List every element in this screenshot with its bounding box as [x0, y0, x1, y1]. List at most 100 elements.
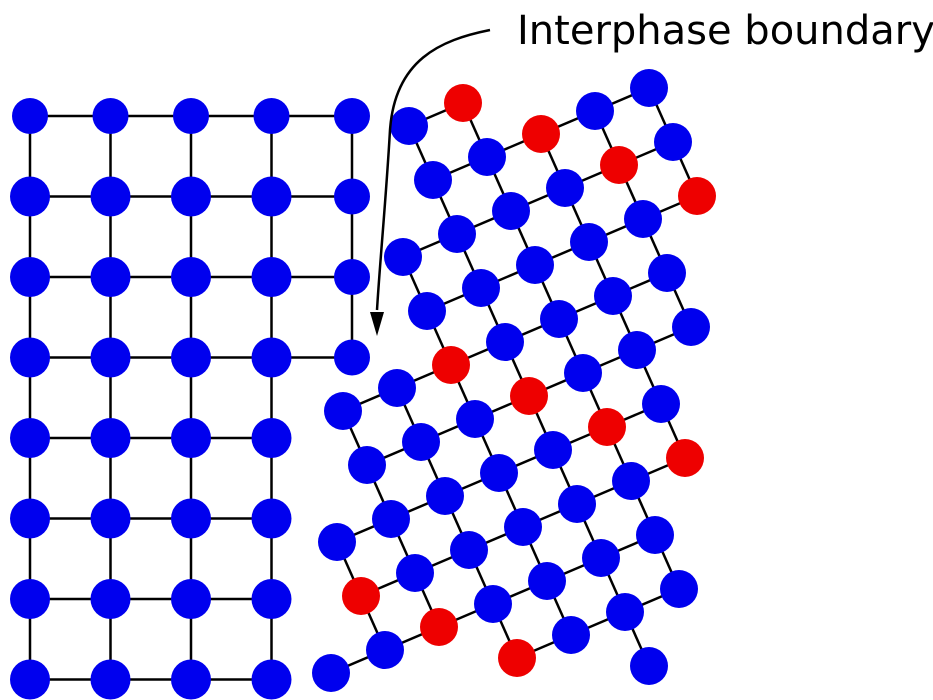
blue-atom: [612, 462, 650, 500]
blue-atom: [504, 508, 542, 546]
blue-atom: [90, 176, 131, 217]
blue-atom: [570, 223, 608, 261]
blue-atom: [90, 418, 131, 458]
red-atom: [666, 439, 704, 477]
blue-atom: [171, 337, 211, 378]
blue-atom: [648, 254, 686, 292]
blue-atom: [534, 431, 572, 469]
blue-atom: [636, 516, 674, 554]
blue-atom: [171, 176, 211, 217]
callout-arrow: [375, 28, 491, 311]
blue-atom: [324, 392, 362, 430]
blue-atom: [630, 69, 668, 107]
red-atom: [510, 377, 548, 415]
blue-atom: [312, 654, 350, 692]
blue-atom: [171, 659, 211, 700]
blue-atom: [480, 454, 518, 492]
blue-atom: [456, 400, 494, 438]
left-lattice-atoms: [10, 98, 370, 700]
blue-atom: [624, 200, 662, 238]
blue-atom: [173, 98, 209, 134]
blue-atom: [171, 498, 211, 539]
blue-atom: [90, 659, 131, 700]
blue-atom: [414, 161, 452, 199]
blue-atom: [438, 215, 476, 253]
red-atom: [444, 84, 482, 122]
red-atom: [678, 177, 716, 215]
blue-atom: [468, 138, 506, 176]
blue-atom: [90, 498, 131, 539]
red-atom: [342, 577, 380, 615]
blue-atom: [402, 423, 440, 461]
callout-arrowhead: [370, 312, 384, 336]
blue-atom: [10, 418, 50, 458]
red-atom: [432, 346, 470, 384]
blue-atom: [251, 418, 292, 458]
blue-atom: [251, 498, 292, 539]
blue-atom: [540, 300, 578, 338]
blue-atom: [92, 98, 129, 134]
blue-atom: [171, 579, 211, 619]
blue-atom: [516, 246, 554, 284]
blue-atom: [251, 176, 292, 217]
blue-atom: [396, 554, 434, 592]
blue-atom: [90, 337, 131, 378]
blue-atom: [334, 259, 370, 295]
blue-atom: [90, 257, 131, 297]
blue-atom: [618, 331, 656, 369]
blue-atom: [546, 169, 584, 207]
red-atom: [588, 408, 626, 446]
blue-atom: [366, 631, 404, 669]
blue-atom: [462, 269, 500, 307]
blue-atom: [552, 616, 590, 654]
blue-atom: [90, 579, 131, 619]
blue-atom: [10, 579, 50, 619]
blue-atom: [251, 257, 292, 297]
interphase-boundary-label: Interphase boundary: [517, 8, 933, 54]
blue-atom: [171, 418, 211, 458]
blue-atom: [10, 498, 50, 539]
red-atom: [522, 115, 560, 153]
blue-atom: [251, 579, 292, 619]
blue-atom: [390, 107, 428, 145]
blue-atom: [426, 477, 464, 515]
blue-atom: [12, 98, 48, 134]
blue-atom: [378, 369, 416, 407]
blue-atom: [606, 593, 644, 631]
blue-atom: [334, 98, 370, 134]
blue-atom: [654, 123, 692, 161]
blue-atom: [251, 337, 292, 378]
blue-atom: [348, 446, 386, 484]
blue-atom: [594, 277, 632, 315]
blue-atom: [630, 647, 668, 685]
blue-atom: [528, 562, 566, 600]
blue-atom: [450, 531, 488, 569]
blue-atom: [492, 192, 530, 230]
red-atom: [600, 146, 638, 184]
right-lattice-atoms: [312, 69, 716, 692]
blue-atom: [660, 570, 698, 608]
blue-atom: [474, 585, 512, 623]
blue-atom: [334, 178, 370, 215]
blue-atom: [318, 523, 356, 561]
blue-atom: [576, 92, 614, 130]
blue-atom: [582, 539, 620, 577]
blue-atom: [10, 337, 50, 378]
red-atom: [420, 608, 458, 646]
blue-atom: [486, 323, 524, 361]
blue-atom: [334, 339, 370, 376]
blue-atom: [372, 500, 410, 538]
blue-atom: [642, 385, 680, 423]
blue-atom: [558, 485, 596, 523]
blue-atom: [253, 98, 290, 134]
blue-atom: [251, 659, 292, 700]
red-atom: [498, 639, 536, 677]
blue-atom: [408, 292, 446, 330]
blue-atom: [10, 176, 50, 217]
blue-atom: [171, 257, 211, 297]
blue-atom: [10, 659, 50, 700]
blue-atom: [384, 238, 422, 276]
blue-atom: [10, 257, 50, 297]
blue-atom: [672, 308, 710, 346]
